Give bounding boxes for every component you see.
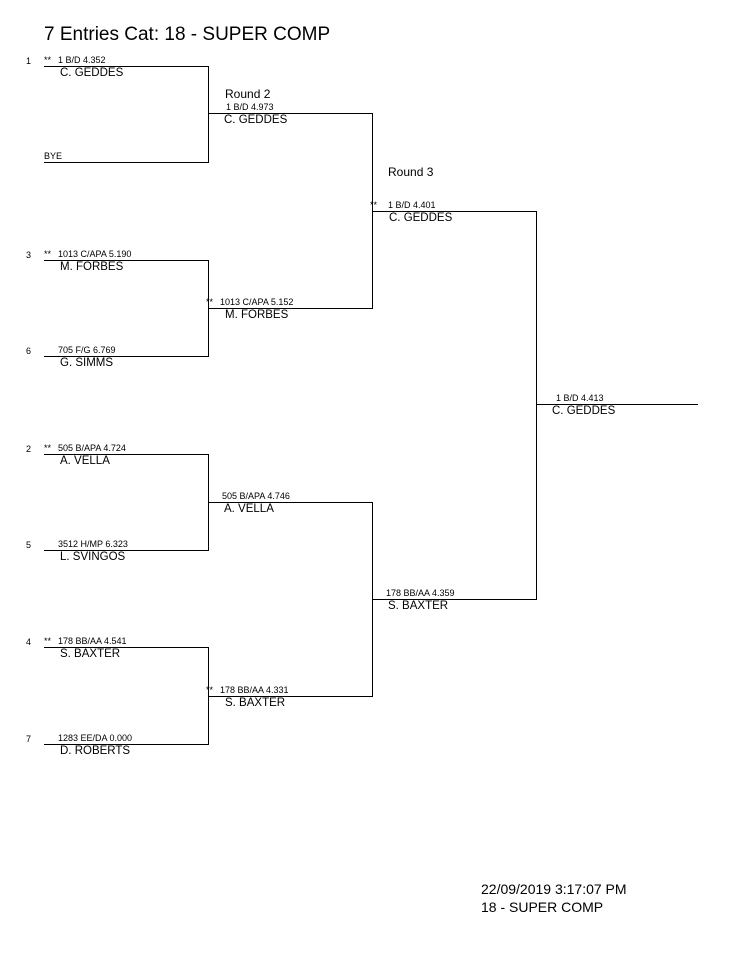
entry-info: 1 B/D 4.413: [556, 393, 604, 403]
page-title: 7 Entries Cat: 18 - SUPER COMP: [44, 24, 331, 45]
entry-name: S. BAXTER: [388, 600, 449, 612]
entry-info: **1 B/D 4.401: [370, 200, 436, 210]
entry-name: C. GEDDES: [224, 114, 288, 126]
entry-info: **178 BB/AA 4.541: [44, 636, 127, 646]
entry-name: S. BAXTER: [225, 697, 286, 709]
entry-info: 1 B/D 4.973: [226, 102, 274, 112]
seed-number: 5: [26, 540, 32, 550]
entry-info: 1283 EE/DA 0.000: [58, 733, 133, 743]
seed-number: 6: [26, 346, 32, 356]
entry-info: 505 B/APA 4.746: [222, 491, 290, 501]
entry-info: **1013 C/APA 5.190: [44, 249, 132, 259]
footer-category: 18 - SUPER COMP: [481, 899, 604, 915]
seed-number: 4: [26, 637, 32, 647]
entry-name: C. GEDDES: [389, 212, 453, 224]
entry-info: **1013 C/APA 5.152: [206, 297, 294, 307]
entry-info: **178 BB/AA 4.331: [206, 685, 289, 695]
round-2-label: Round 2: [225, 87, 271, 101]
entry-info: 705 F/G 6.769: [58, 345, 116, 355]
seed-number: 7: [26, 734, 32, 744]
entry-name: M. FORBES: [225, 309, 289, 321]
entry-name: D. ROBERTS: [60, 745, 131, 757]
entry-info: BYE: [44, 151, 63, 161]
entry-info: 3512 H/MP 6.323: [58, 539, 128, 549]
entry-name: M. FORBES: [60, 261, 124, 273]
entry-info: **505 B/APA 4.724: [44, 443, 126, 453]
entry-name: L. SVINGOS: [60, 551, 126, 563]
entry-name: S. BAXTER: [60, 648, 121, 660]
entry-name: C. GEDDES: [60, 67, 124, 79]
entry-name: C. GEDDES: [552, 405, 616, 417]
seed-number: 3: [26, 250, 32, 260]
seed-number: 1: [26, 56, 32, 66]
seed-number: 2: [26, 444, 32, 454]
round-3-label: Round 3: [388, 165, 434, 179]
entry-name: A. VELLA: [60, 455, 110, 467]
entry-info: **1 B/D 4.352: [44, 55, 106, 65]
entry-name: A. VELLA: [224, 503, 274, 515]
entry-info: 178 BB/AA 4.359: [386, 588, 455, 598]
entry-name: G. SIMMS: [60, 357, 114, 369]
footer-timestamp: 22/09/2019 3:17:07 PM: [481, 881, 627, 897]
